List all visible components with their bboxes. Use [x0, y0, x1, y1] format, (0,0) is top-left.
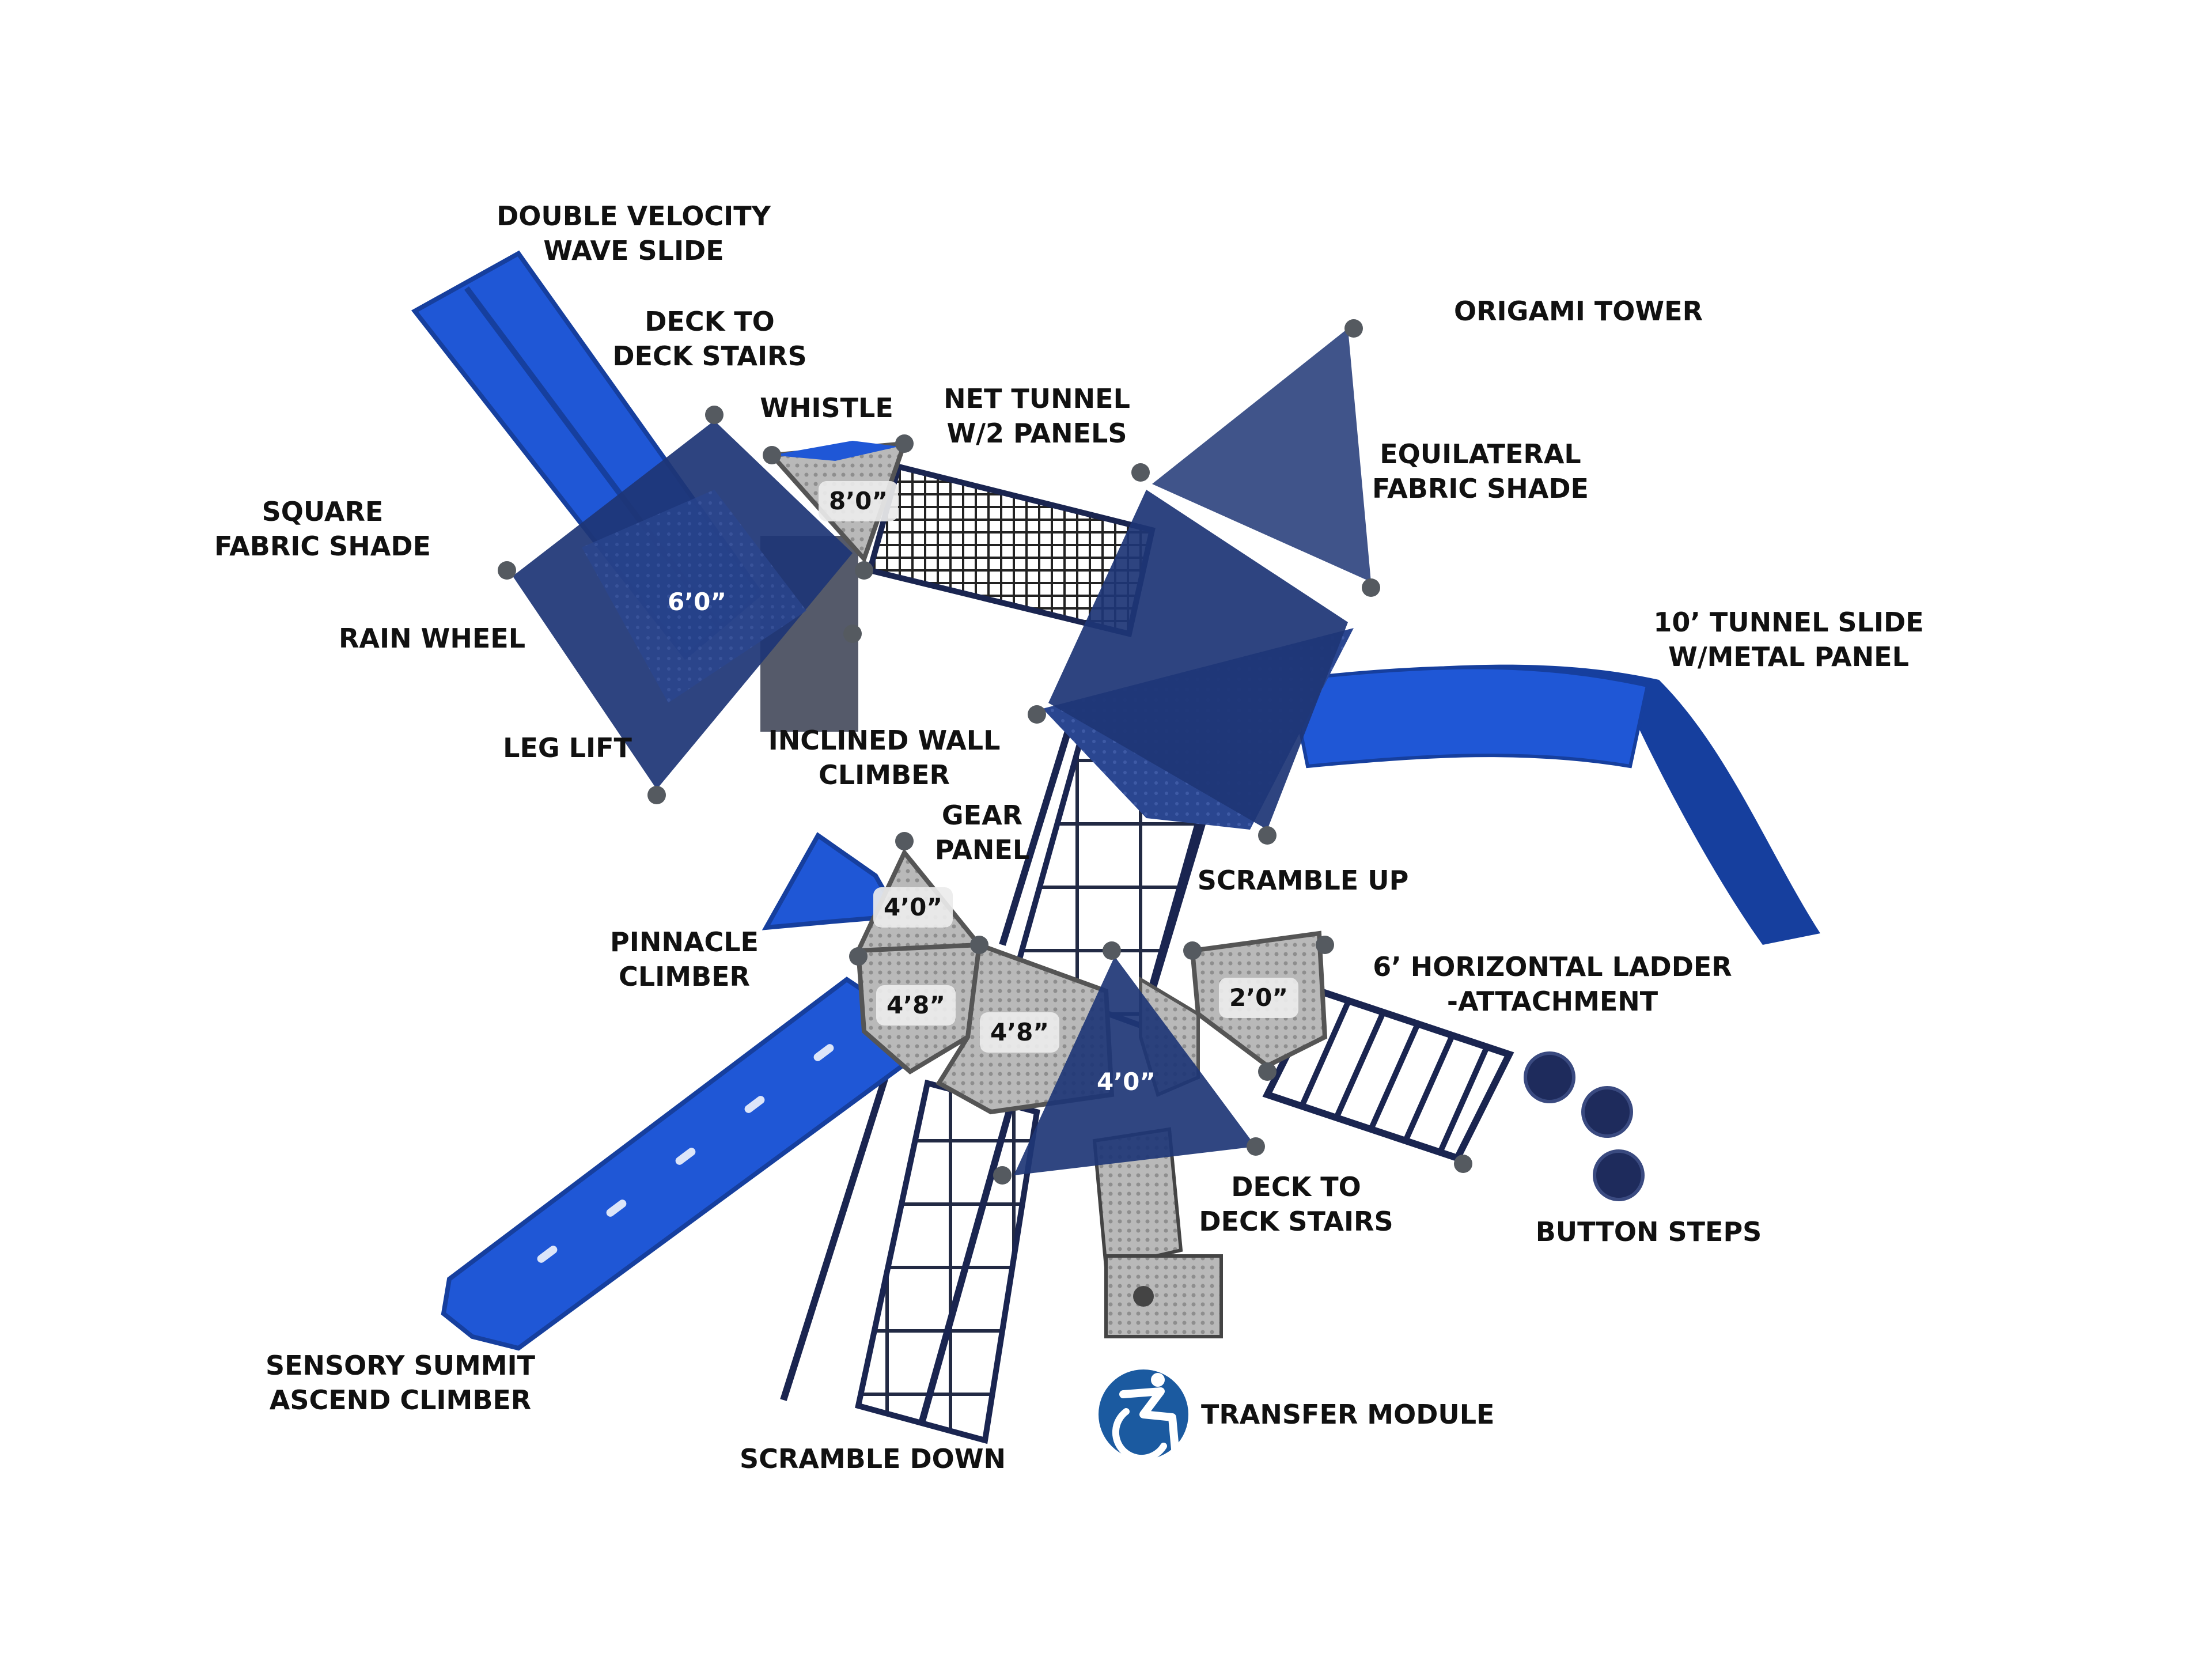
support-posts: [498, 319, 1472, 1185]
label-deck-stairs-bottom: DECK TO DECK STAIRS: [1199, 1171, 1393, 1237]
label-tunnel-slide: 10’ TUNNEL SLIDE W/METAL PANEL: [1653, 607, 1924, 672]
sensory-summit-climber-shape: [441, 977, 919, 1351]
label-square-shade: SQUARE FABRIC SHADE: [214, 496, 431, 562]
label-scramble-up: SCRAMBLE UP: [1197, 865, 1409, 896]
deck-stairs-bottom-shape: [1092, 1127, 1223, 1338]
label-scramble-down: SCRAMBLE DOWN: [739, 1443, 1006, 1474]
origami-tower-shape: [1043, 328, 1371, 830]
label-transfer-module: TRANSFER MODULE: [1201, 1399, 1495, 1430]
square-deck-height: 6’0”: [667, 588, 727, 616]
label-origami-tower: ORIGAMI TOWER: [1454, 296, 1703, 327]
accessibility-icon: [1099, 1369, 1188, 1462]
label-rain-wheel: RAIN WHEEL: [338, 623, 526, 654]
label-equilateral-shade: EQUILATERAL FABRIC SHADE: [1372, 438, 1589, 504]
triangle-shade-deck-height: 4’0”: [1096, 1068, 1156, 1096]
gear-deck-height: 4’0”: [873, 887, 953, 928]
label-whistle: WHISTLE: [760, 392, 893, 423]
label-sensory-summit: SENSORY SUMMIT ASCEND CLIMBER: [265, 1350, 536, 1416]
label-horizontal-ladder: 6’ HORIZONTAL LADDER -ATTACHMENT: [1373, 951, 1732, 1017]
scramble-down-net: [780, 1070, 1040, 1444]
left-deck-height: 4’8”: [876, 985, 956, 1026]
square-fabric-shade-shape: [513, 421, 858, 789]
label-net-tunnel: NET TUNNEL W/2 PANELS: [944, 383, 1130, 449]
whistle-deck-height: 8’0”: [818, 481, 899, 521]
label-pinnacle-climber: PINNACLE CLIMBER: [610, 926, 759, 992]
ladder-deck-height: 2’0”: [1218, 978, 1299, 1018]
label-gear-panel: GEAR PANEL: [934, 800, 1030, 865]
label-button-steps: BUTTON STEPS: [1535, 1216, 1762, 1247]
button-steps-shape: [1524, 1051, 1645, 1201]
tunnel-slide-shape: [1288, 664, 1820, 945]
triangle-shade-bottom: [1014, 956, 1256, 1175]
center-deck-height: 4’8”: [979, 1012, 1060, 1053]
label-leg-lift: LEG LIFT: [503, 732, 632, 763]
label-deck-stairs-top: DECK TO DECK STAIRS: [612, 306, 807, 372]
label-double-velocity-slide: DOUBLE VELOCITY WAVE SLIDE: [497, 200, 771, 266]
label-inclined-wall-climber: INCLINED WALL CLIMBER: [768, 725, 1001, 790]
